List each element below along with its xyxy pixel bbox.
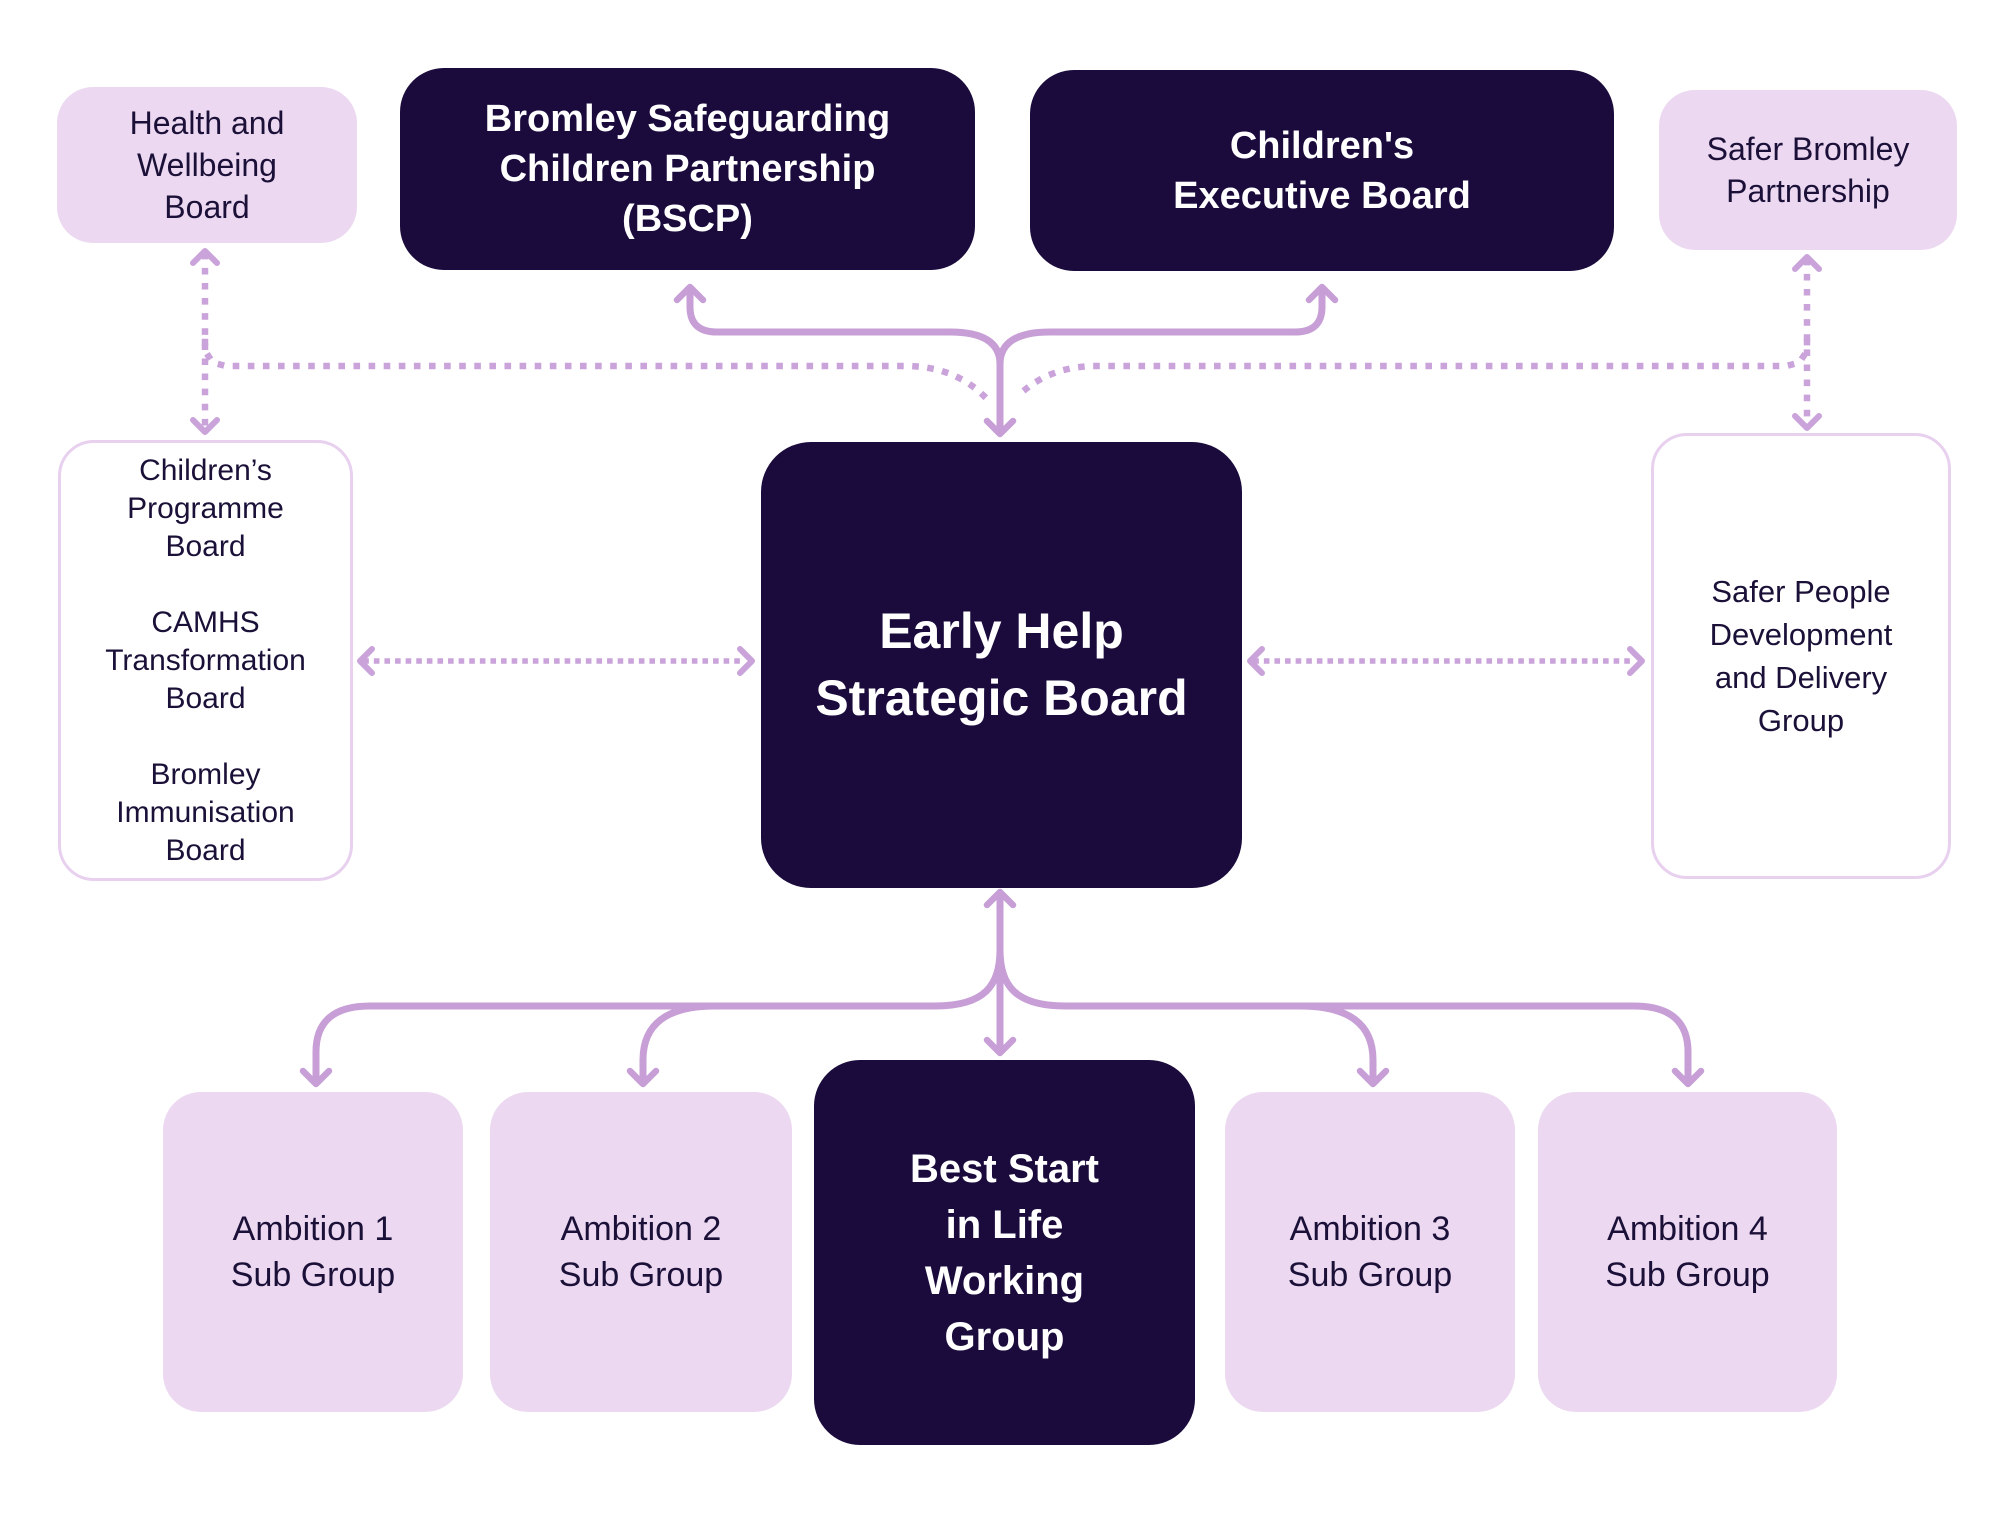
- arrowhead-down-ambition2: [626, 1067, 660, 1088]
- node-ambition-4-sub-group: Ambition 4 Sub Group: [1538, 1092, 1837, 1412]
- arrowhead-down-ambition4: [1671, 1067, 1705, 1088]
- node-bromley-safeguarding-children-partnership: Bromley Safeguarding Children Partnershi…: [400, 68, 975, 270]
- arrowhead-down-ambition1: [299, 1067, 333, 1088]
- arrowhead-left-ehsb-right: [1247, 646, 1265, 676]
- node-ambition-3-sub-group: Ambition 3 Sub Group: [1225, 1092, 1515, 1412]
- node-health-wellbeing-board: Health and Wellbeing Board: [57, 87, 357, 243]
- arrowhead-right-ehsb-left: [737, 646, 755, 676]
- arrowhead-left-left-group: [357, 646, 375, 676]
- node-left-boards-group: Children’s Programme Board CAMHS Transfo…: [58, 440, 353, 881]
- connector-ehsb-to-ambition3: [1296, 1002, 1377, 1082]
- connector-sbp-to-ehsb: [1011, 338, 1811, 403]
- arrowhead-up-ehsb-bottom: [983, 888, 1017, 909]
- connector-ehsb-to-ambition4: [996, 946, 1692, 1082]
- arrowhead-up-bscp: [673, 283, 707, 304]
- arrowhead-up-sbp: [1792, 254, 1822, 272]
- connector-ehsb-to-ambition1: [312, 946, 1004, 1082]
- node-childrens-executive-board: Children's Executive Board: [1030, 70, 1614, 271]
- node-early-help-strategic-board: Early Help Strategic Board: [761, 442, 1242, 888]
- arrowhead-down-safer-people: [1792, 413, 1822, 431]
- arrowhead-down-ambition3: [1356, 1067, 1390, 1088]
- arrowhead-down-left-group: [190, 417, 220, 435]
- node-safer-people-development-delivery-group: Safer People Development and Delivery Gr…: [1651, 433, 1951, 879]
- arrowhead-down-best-start: [983, 1036, 1017, 1057]
- node-safer-bromley-partnership: Safer Bromley Partnership: [1659, 90, 1957, 250]
- connector-ehsb-to-bscp: [686, 290, 1004, 430]
- arrowhead-down-ehsb-top: [983, 417, 1017, 438]
- node-ambition-2-sub-group: Ambition 2 Sub Group: [490, 1092, 792, 1412]
- connector-hwb-to-ehsb: [201, 338, 991, 403]
- arrowhead-right-safer-people: [1627, 646, 1645, 676]
- node-ambition-1-sub-group: Ambition 1 Sub Group: [163, 1092, 463, 1412]
- arrowhead-up-ceb: [1305, 283, 1339, 304]
- arrowhead-up-hwb: [190, 248, 220, 266]
- connector-ehsb-to-ceb: [996, 290, 1326, 368]
- node-best-start-in-life-working-group: Best Start in Life Working Group: [814, 1060, 1195, 1445]
- connector-ehsb-to-ambition2: [639, 1002, 719, 1082]
